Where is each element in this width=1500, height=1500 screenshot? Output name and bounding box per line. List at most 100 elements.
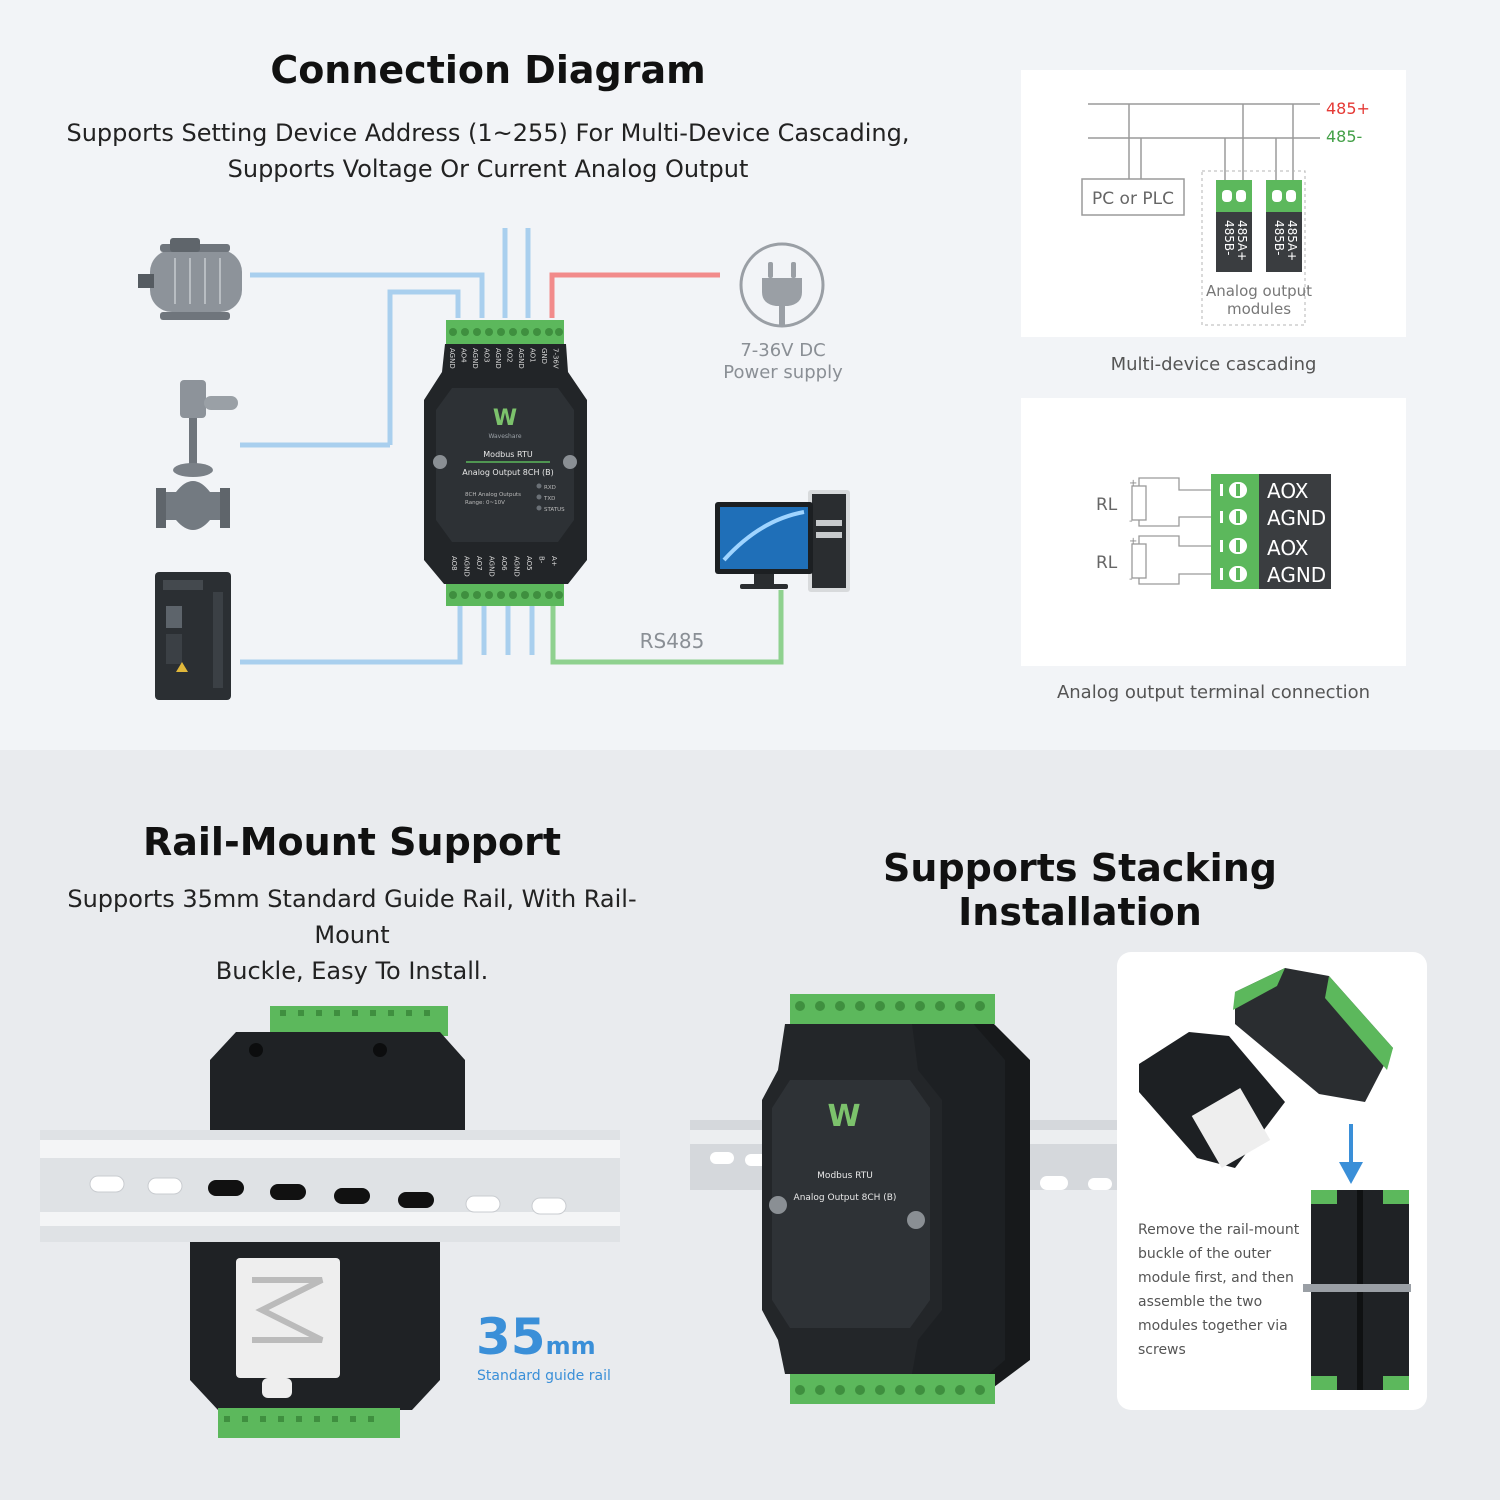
cascade-diagram: PC or PLC 485A+ 485B- 485A+ 485B- Analog [1081,99,1370,326]
module-top-pin-7: AO1 [529,348,537,363]
module-spec1: 8CH Analog Outputs [465,492,521,498]
rail-subtitle-line1: Supports 35mm Standard Guide Rail, With … [67,885,637,949]
connection-subtitle-line2: Supports Voltage Or Current Analog Outpu… [227,155,749,183]
rail-buckle [236,1258,340,1378]
power-label-line1: 7-36V DC [740,340,825,361]
valve-icon [156,380,238,530]
terminal-caption: Analog output terminal connection [1056,682,1371,703]
stacked-module-line2: Analog Output 8CH (B) [794,1193,897,1203]
cascade-module-2: 485A+ 485B- [1266,180,1302,272]
modules-group [1201,170,1306,326]
analog-wires-top [250,228,531,445]
module-bottom-pin-2: AO7 [475,556,483,571]
module-device: W Waveshare Modbus RTU Analog Output 8CH… [424,320,587,606]
module-top-pin-4: AGND [494,348,502,369]
stacking-card: Remove the rail-mount buckle of the oute… [1117,952,1427,1410]
module-bottom-pin-5: AGND [513,556,521,577]
cascade-panel: PC or PLC 485A+ 485B- 485A+ 485B- Analog [1021,70,1406,337]
wiring-diagram: W Waveshare Modbus RTU Analog Output 8CH… [138,228,850,700]
rl-label-2: RL [1096,553,1118,573]
module-bottom-pin-4: AO6 [500,556,508,571]
rs485-label: RS485 [640,629,705,653]
module-top-pin-5: AO2 [506,348,514,363]
installation-section: Rail-Mount Support Supports 35mm Standar… [0,750,1500,1500]
stacking-steps-illustration [1139,968,1411,1390]
module-bottom-pin-8: A+ [550,556,558,567]
modules-label-line2: modules [1227,300,1291,318]
rail-title: Rail-Mount Support [143,820,561,864]
module-bottom-pin-0: AO8 [450,556,458,571]
rail-size: 35mm [476,1308,596,1366]
module-top-pin-8: GND [540,348,548,364]
pc-plc-label: PC or PLC [1092,189,1174,209]
module-line2: Analog Output 8CH (B) [462,468,553,477]
module-top-pin-6: AGND [517,348,525,369]
cascade-module-1-pin-a: 485A+ [1235,220,1249,261]
connection-subtitle-line1: Supports Setting Device Address (1~255) … [66,119,910,147]
terminal-pin-4: AGND [1267,563,1326,587]
cascade-module-1-pin-b: 485B- [1222,220,1236,255]
rl-label-1: RL [1096,495,1118,515]
module-bottom-pin-3: AGND [488,556,496,577]
power-plug-icon [739,242,825,328]
stacking-note-line6: screws [1138,1342,1186,1358]
stacking-note: Remove the rail-mount buckle of the oute… [1138,1218,1308,1362]
svg-text:W: W [827,1099,860,1134]
cascade-module-1: 485A+ 485B- [1216,180,1252,272]
module-top-pin-2: AGND [471,348,479,369]
connection-title: Connection Diagram [270,48,706,92]
svg-text:+: + [1129,478,1137,489]
terminal-pin-3: AOX [1267,536,1309,560]
modules-label-line1: Analog output [1206,282,1312,300]
computer-icon [715,490,850,592]
terminal-pin-1: AOX [1267,479,1309,503]
pc-plc-box [1081,178,1185,216]
rail-mount-illustration [40,1006,620,1438]
cascade-module-2-pin-a: 485A+ [1285,220,1299,261]
module-bottom-pin-labels: AO8 AGND AO7 AGND AO6 AGND AO5 B- A+ [450,556,558,577]
module-top-pin-3: AO3 [483,348,491,363]
cascade-caption: Multi-device cascading [1110,354,1317,375]
stacking-note-line4: assemble the two [1138,1294,1263,1310]
svg-text:-: - [1129,574,1133,585]
module-led-status: STATUS [544,507,565,513]
module-bottom-pin-7: B- [538,556,546,564]
module-top-pin-9: 7-36V [552,348,560,369]
rail-size-unit: mm [545,1332,596,1360]
svg-text:+: + [1129,536,1137,547]
terminal-diagram: RL RL + - + - [1096,474,1331,589]
rail-size-caption: Standard guide rail [477,1368,611,1384]
module-line1: Modbus RTU [483,450,533,459]
motor-icon [138,238,242,320]
connection-section: Connection Diagram Supports Setting Devi… [0,0,1500,750]
rs485-wire [550,590,784,665]
analog-wires-bottom [240,442,535,665]
rail-size-value: 35 [476,1308,546,1366]
label-485-minus: 485- [1326,127,1362,146]
module-spec2: Range: 0~10V [465,500,505,506]
terminal-panel: RL RL + - + - [1021,398,1406,666]
cascade-module-2-pin-b: 485B- [1272,220,1286,255]
stacking-note-line5: modules together via [1138,1318,1288,1334]
module-brand: Waveshare [488,433,521,440]
module-led-txd: TXD [543,496,555,502]
module-bottom-pin-6: AO5 [525,556,533,571]
module-led-rxd: RXD [544,485,556,491]
connection-subtitle: Supports Setting Device Address (1~255) … [40,115,936,187]
power-wire [549,272,720,318]
stacked-module-line1: Modbus RTU [817,1171,873,1181]
inverter-icon [155,572,231,700]
rail-subtitle-line2: Buckle, Easy To Install. [215,957,489,985]
stacking-title: Supports Stacking Installation [883,846,1277,934]
power-label-line2: Power supply [723,362,843,383]
module-top-pin-1: AO4 [460,348,468,363]
stacking-note-line3: module first, and then [1138,1270,1294,1286]
stacked-modules-illustration: W Modbus RTU Analog Output 8CH (B) [690,994,1120,1404]
terminal-pin-2: AGND [1267,506,1326,530]
svg-text:-: - [1129,516,1133,527]
module-bottom-pin-1: AGND [463,556,471,577]
module-top-pin-0: AGND [448,348,456,369]
module-logo: W [493,406,517,431]
